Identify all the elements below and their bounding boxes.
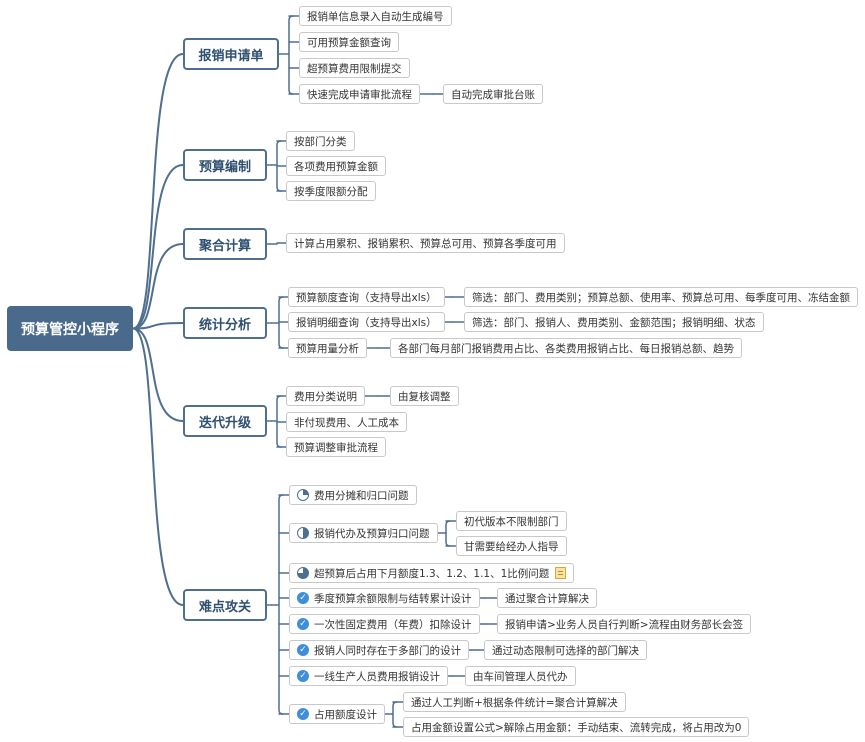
root-connector — [132, 322, 184, 330]
leaf-over-budget-ratio-issue[interactable]: 超预算后占用下月额度1.3、1.2、1.1、1比例问题 — [289, 563, 575, 583]
leaf-occupied-quota-design[interactable]: ✓ 占用额度设计 — [289, 704, 385, 724]
leaf-budget-usage-details[interactable]: 各部门每月部门报销费用占比、各类费用报销占比、每日报销总额、趋势 — [390, 338, 742, 358]
root-connector — [132, 53, 184, 330]
leaf-label: 费用分摊和归口问题 — [314, 489, 409, 502]
branch-reimbursement-form[interactable]: 报销申请单 — [183, 38, 279, 70]
leaf-workshop-proxy[interactable]: 由车间管理人员代办 — [465, 666, 576, 686]
leaf-budget-adjust-approval[interactable]: 预算调整审批流程 — [286, 437, 386, 457]
branch-aggregate-calculation[interactable]: 聚合计算 — [183, 228, 267, 260]
root-connector — [132, 327, 184, 606]
leaf-label: 一次性固定费用（年费）扣除设计 — [314, 618, 472, 631]
task-done-icon: ✓ — [297, 618, 309, 630]
leaf-by-department[interactable]: 按部门分类 — [286, 131, 355, 151]
branch-connector — [445, 520, 451, 547]
task-done-icon: ✓ — [297, 708, 309, 720]
leaf-budget-quota-filters[interactable]: 筛选：部门、费用类别；预算总额、使用率、预算总可用、每季度可用、冻结金额 — [464, 287, 858, 307]
leaf-expense-budget-amount[interactable]: 各项费用预算金额 — [286, 156, 386, 176]
progress-quarter-icon — [297, 489, 309, 501]
leaf-quarterly-limit[interactable]: 按季度限额分配 — [286, 181, 376, 201]
leaf-label: 超预算后占用下月额度1.3、1.2、1.1、1比例问题 — [314, 567, 550, 580]
task-done-icon: ✓ — [297, 644, 309, 656]
leaf-available-budget-query[interactable]: 可用预算金额查询 — [299, 32, 399, 52]
branch-iteration-upgrade[interactable]: 迭代升级 — [183, 405, 267, 437]
branch-budget-compilation[interactable]: 预算编制 — [183, 149, 267, 181]
root-connector — [132, 327, 184, 422]
root-connector — [132, 243, 184, 330]
leaf-budget-quota-query[interactable]: 预算额度查询（支持导出xls） — [288, 287, 445, 307]
leaf-fixed-fee-process[interactable]: 报销申请>业务人员自行判断>流程由财务部长会签 — [497, 614, 752, 634]
task-done-icon: ✓ — [297, 592, 309, 604]
branch-connector — [278, 494, 284, 715]
leaf-label: 一线生产人员费用报销设计 — [314, 670, 440, 683]
leaf-expense-category-note[interactable]: 费用分类说明 — [286, 386, 365, 406]
leaf-allocation-issue[interactable]: 费用分摊和归口问题 — [289, 485, 417, 505]
leaf-label: 季度预算余额限制与结转累计设计 — [314, 592, 472, 605]
leaf-over-budget-limit[interactable]: 超预算费用限制提交 — [299, 58, 410, 78]
leaf-manual-judgement-solution[interactable]: 通过人工判断+根据条件统计=聚合计算解决 — [403, 692, 626, 712]
branch-connector — [288, 15, 294, 95]
leaf-dynamic-department-solution[interactable]: 通过动态限制可选择的部门解决 — [484, 640, 647, 660]
leaf-reimbursement-detail-query[interactable]: 报销明细查询（支持导出xls） — [288, 312, 445, 332]
leaf-label: 报销人同时存在于多部门的设计 — [314, 644, 461, 657]
task-done-icon: ✓ — [297, 670, 309, 682]
branch-connector — [392, 701, 398, 728]
leaf-quick-approval[interactable]: 快速完成申请审批流程 — [299, 84, 420, 104]
leaf-auto-approval-ledger[interactable]: 自动完成审批台账 — [443, 84, 543, 104]
leaf-proxy-reimbursement-issue[interactable]: 报销代办及预算归口问题 — [289, 523, 438, 543]
leaf-frontline-staff-design[interactable]: ✓ 一线生产人员费用报销设计 — [289, 666, 448, 686]
leaf-non-cash-costs[interactable]: 非付现费用、人工成本 — [286, 412, 407, 432]
note-icon[interactable] — [555, 567, 567, 579]
leaf-auto-number[interactable]: 报销单信息录入自动生成编号 — [299, 6, 452, 26]
leaf-label: 占用额度设计 — [314, 708, 377, 721]
leaf-review-adjust[interactable]: 由复核调整 — [390, 386, 459, 406]
leaf-guide-handler[interactable]: 甘需要给经办人指导 — [456, 536, 567, 556]
leaf-reimbursement-detail-filters[interactable]: 筛选：部门、报销人、费用类别、金额范围；报销明细、状态 — [464, 312, 764, 332]
root-connector — [132, 164, 184, 330]
branch-statistical-analysis[interactable]: 统计分析 — [183, 307, 267, 339]
branch-key-challenges[interactable]: 难点攻关 — [183, 589, 267, 621]
leaf-budget-usage-analysis[interactable]: 预算用量分析 — [288, 338, 367, 358]
leaf-aggregate-solution[interactable]: 通过聚合计算解决 — [497, 588, 597, 608]
leaf-multi-department-design[interactable]: ✓ 报销人同时存在于多部门的设计 — [289, 640, 469, 660]
progress-three-quarter-icon — [297, 567, 309, 579]
progress-half-icon — [297, 527, 309, 539]
leaf-label: 报销代办及预算归口问题 — [314, 527, 430, 540]
leaf-no-department-limit[interactable]: 初代版本不限制部门 — [456, 511, 567, 531]
leaf-calc-accumulation[interactable]: 计算占用累积、报销累积、预算总可用、预算各季度可用 — [286, 233, 565, 253]
leaf-fixed-fee-design[interactable]: ✓ 一次性固定费用（年费）扣除设计 — [289, 614, 480, 634]
leaf-occupied-formula[interactable]: 占用金额设置公式>解除占用金额：手动结束、流转完成，将占用改为0 — [403, 717, 750, 737]
leaf-quarterly-balance-design[interactable]: ✓ 季度预算余额限制与结转累计设计 — [289, 588, 480, 608]
root-node[interactable]: 预算管控小程序 — [7, 306, 133, 351]
